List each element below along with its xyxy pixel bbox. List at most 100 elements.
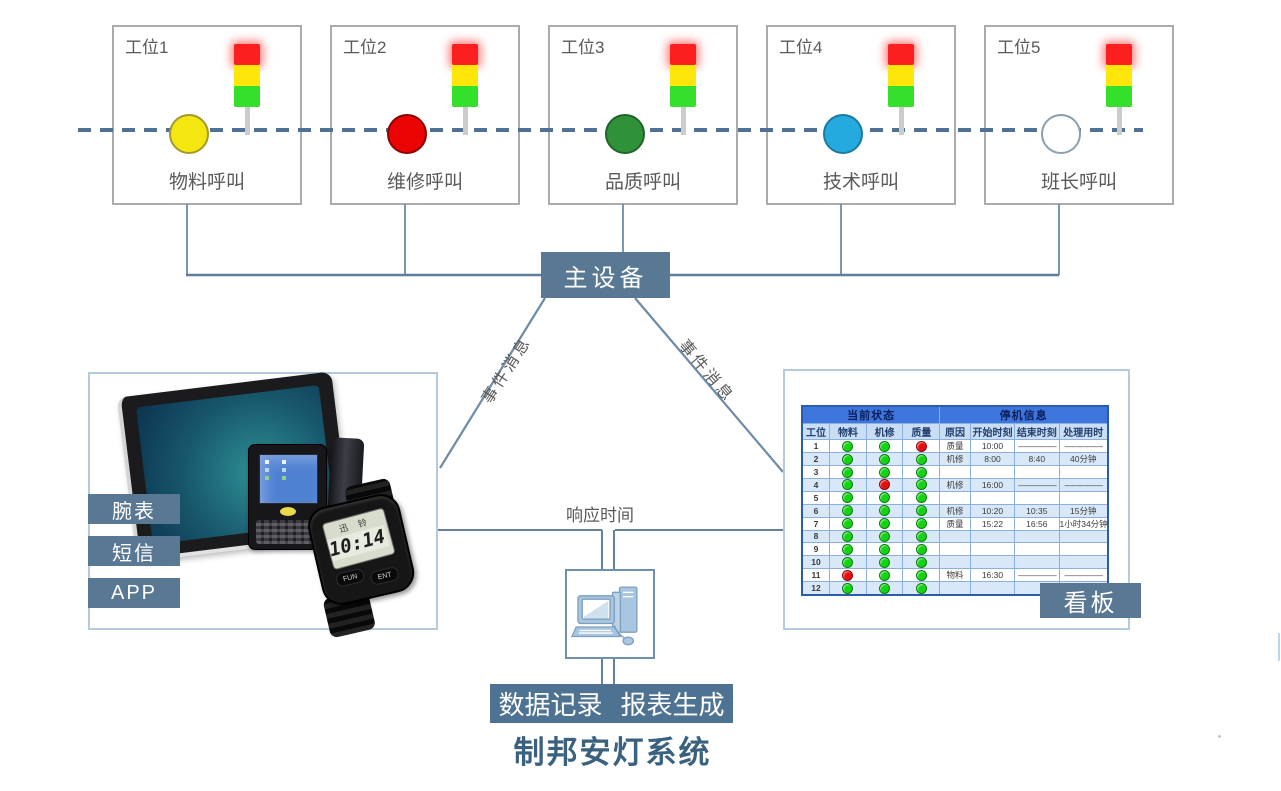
start-time-cell: 15:22 xyxy=(969,516,1016,531)
andon-tower-light-icon xyxy=(234,44,260,135)
tower-light-red xyxy=(452,44,478,65)
channel-tag-watch: 腕表 xyxy=(88,494,180,524)
watch-body: 迅 铃 10:14 FUN ENT xyxy=(304,490,419,609)
station-no-cell: 12 xyxy=(801,580,831,596)
call-type-label: 品质呼叫 xyxy=(604,172,681,193)
repair-status-cell xyxy=(865,516,904,531)
status-dot xyxy=(842,479,854,491)
pda-screen xyxy=(259,454,318,504)
repair-status-cell xyxy=(865,490,904,505)
tower-light-pole xyxy=(680,107,686,135)
call-indicator-circle xyxy=(169,114,209,154)
reason-cell xyxy=(939,580,971,596)
kanban-column-header: 机修 xyxy=(865,423,904,440)
tower-light-pole xyxy=(462,107,468,135)
station-title: 工位3 xyxy=(561,38,605,57)
quality-status-cell xyxy=(902,516,941,531)
station-title: 工位4 xyxy=(779,38,823,57)
reason-cell xyxy=(939,529,971,544)
reason-cell xyxy=(939,490,971,505)
status-dot xyxy=(915,543,927,555)
duration-cell: ————— xyxy=(1058,439,1109,453)
quality-status-cell xyxy=(902,567,941,582)
material-status-cell xyxy=(829,555,867,569)
material-status-cell xyxy=(829,477,867,492)
status-dot xyxy=(879,569,891,581)
status-dot xyxy=(842,453,854,465)
reason-cell xyxy=(939,555,971,569)
kanban-table-row: 11 物料 16:30 ————— ————— xyxy=(801,567,1109,582)
reason-cell: 机修 xyxy=(939,503,971,518)
kanban-column-header: 结束时刻 xyxy=(1014,423,1060,440)
status-dot xyxy=(842,556,854,568)
response-time-label: 响应时间 xyxy=(566,506,634,525)
end-time-cell: 8:40 xyxy=(1014,452,1060,466)
station-no-cell: 10 xyxy=(801,555,831,569)
group-header-current-status: 当前状态 xyxy=(801,405,941,424)
reason-cell: 机修 xyxy=(939,452,971,466)
station-no-cell: 11 xyxy=(801,567,831,582)
tower-light-green xyxy=(234,86,260,107)
kanban-table-row: 7 质量 15:22 16:56 1小时34分钟 xyxy=(801,516,1109,531)
kanban-table-row: 4 机修 16:00 ————— ————— xyxy=(801,477,1109,492)
reason-cell: 机修 xyxy=(939,477,971,492)
status-dot xyxy=(842,531,854,542)
channel-tag-app: APP xyxy=(88,578,180,608)
kanban-column-header: 处理用时 xyxy=(1058,423,1109,440)
tower-light-green xyxy=(670,86,696,107)
tower-light-red xyxy=(888,44,914,65)
status-dot xyxy=(879,556,891,568)
repair-status-cell xyxy=(865,452,904,466)
end-time-cell xyxy=(1014,542,1060,557)
material-status-cell xyxy=(829,567,867,582)
kanban-column-header: 工位 xyxy=(801,423,831,440)
call-indicator-circle xyxy=(823,114,863,154)
quality-status-cell xyxy=(902,555,941,569)
duration-cell: ————— xyxy=(1058,477,1109,492)
andon-tower-light-icon xyxy=(670,44,696,135)
duration-cell: ————— xyxy=(1058,567,1109,582)
quality-status-cell xyxy=(902,465,941,479)
tower-light-pole xyxy=(898,107,904,135)
status-dot xyxy=(879,582,891,594)
start-time-cell xyxy=(969,555,1016,569)
end-time-cell xyxy=(1014,555,1060,569)
duration-cell xyxy=(1058,465,1109,479)
computer-icon xyxy=(571,586,638,646)
status-dot xyxy=(915,582,927,594)
status-dot xyxy=(879,543,891,555)
quality-status-cell xyxy=(902,529,941,544)
repair-status-cell xyxy=(865,503,904,518)
status-dot xyxy=(879,518,891,530)
station-no-cell: 3 xyxy=(801,465,831,479)
start-time-cell xyxy=(969,529,1016,544)
pda-screen-icons xyxy=(282,460,286,464)
quality-status-cell xyxy=(902,477,941,492)
system-title: 制邦安灯系统 xyxy=(513,735,712,770)
reason-cell xyxy=(939,542,971,557)
material-status-cell xyxy=(829,580,867,596)
data-record-report-box: 数据记录 报表生成 xyxy=(490,684,733,723)
material-status-cell xyxy=(829,529,867,544)
end-time-cell: 16:56 xyxy=(1014,516,1060,531)
station-no-cell: 7 xyxy=(801,516,831,531)
status-dot xyxy=(915,453,927,465)
status-dot xyxy=(879,440,891,452)
end-time-cell xyxy=(1014,529,1060,544)
tower-light-green xyxy=(888,86,914,107)
pda-button xyxy=(280,507,296,516)
material-status-cell xyxy=(829,516,867,531)
material-status-cell xyxy=(829,452,867,466)
material-status-cell xyxy=(829,542,867,557)
end-time-cell: ————— xyxy=(1014,477,1060,492)
end-time-cell xyxy=(1014,465,1060,479)
kanban-table-row: 8 xyxy=(801,529,1109,544)
end-time-cell: ————— xyxy=(1014,439,1060,453)
duration-cell xyxy=(1058,555,1109,569)
station-no-cell: 4 xyxy=(801,477,831,492)
kanban-table-row: 5 xyxy=(801,490,1109,505)
kanban-table-row: 1 质量 10:00 ————— ————— xyxy=(801,439,1109,453)
repair-status-cell xyxy=(865,567,904,582)
start-time-cell: 16:30 xyxy=(969,567,1016,582)
kanban-table-row: 3 xyxy=(801,465,1109,479)
